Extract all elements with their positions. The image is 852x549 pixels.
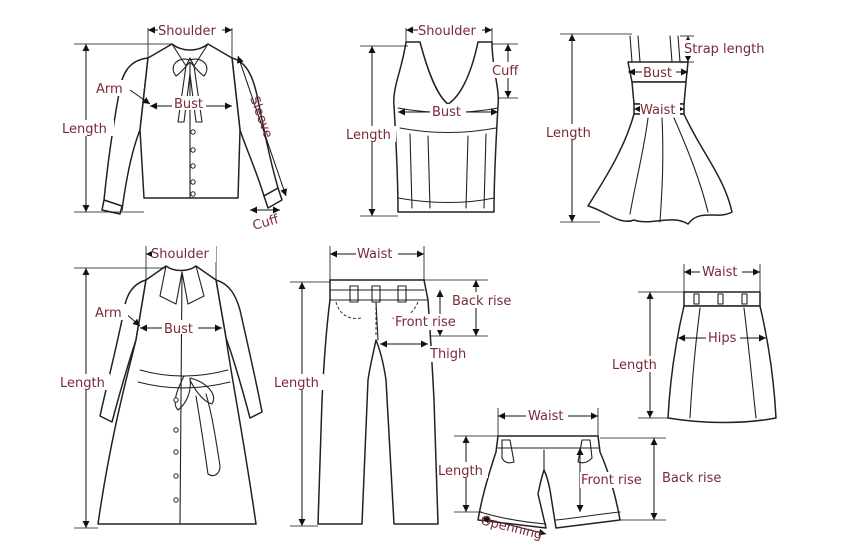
shorts-waist-label: Waist — [528, 409, 563, 424]
dress-bust-label: Bust — [643, 66, 672, 81]
shirt-cuff-label: Cuff — [251, 212, 281, 234]
skirt-garment — [667, 291, 777, 424]
tank-shoulder-label: Shoulder — [418, 24, 477, 39]
coat-arm-label: Arm — [95, 306, 122, 321]
shirt-garment — [101, 43, 283, 215]
shorts-length-label: Length — [438, 464, 483, 479]
shirt-length-label: Length — [62, 122, 107, 137]
tank-cuff-label: Cuff — [492, 64, 519, 79]
shirt-arm-label: Arm — [96, 82, 123, 97]
shorts-front-rise-label: Front rise — [581, 473, 642, 488]
pants-back-rise-label: Back rise — [452, 294, 511, 309]
shorts-back-rise-label: Back rise — [662, 471, 721, 486]
shirt-bust-label: Bust — [174, 97, 203, 112]
pants-waist-label: Waist — [357, 247, 392, 262]
dress-strap-length-label: Strap length — [684, 42, 764, 57]
skirt-waist-label: Waist — [702, 265, 737, 280]
shorts-measurements — [454, 408, 666, 536]
skirt-length-label: Length — [612, 358, 657, 373]
coat-bust-label: Bust — [164, 322, 193, 337]
dress-length-label: Length — [546, 126, 591, 141]
coat-length-label: Length — [60, 376, 105, 391]
shirt-shoulder-label: Shoulder — [158, 24, 217, 39]
skirt-hips-label: Hips — [708, 331, 737, 346]
pants-thigh-label: Thigh — [429, 347, 466, 362]
coat-shoulder-label: Shoulder — [151, 247, 210, 262]
dress-waist-label: Waist — [640, 103, 675, 118]
tank-garment — [393, 41, 500, 213]
tank-bust-label: Bust — [432, 105, 461, 120]
tank-length-label: Length — [346, 128, 391, 143]
pants-front-rise-label: Front rise — [395, 315, 456, 330]
pants-length-label: Length — [274, 376, 319, 391]
